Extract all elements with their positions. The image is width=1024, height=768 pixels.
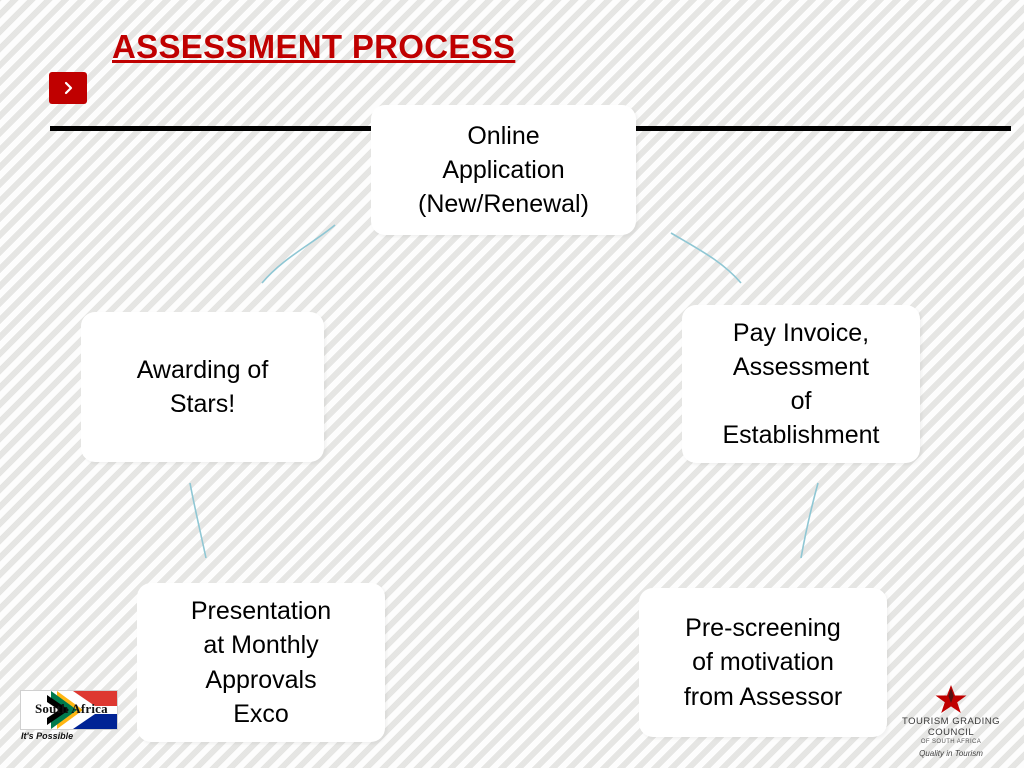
flow-box-label: Pre-screening of motivation from Assesso…	[683, 614, 843, 711]
south-africa-logo: South Africa It's Possible	[20, 690, 118, 748]
south-africa-logo-name: South Africa	[35, 701, 108, 716]
tgcsa-line1: TOURISM GRADING COUNCIL	[901, 716, 1001, 738]
page-title: ASSESSMENT PROCESS	[112, 28, 516, 65]
flow-box-label: Online Application (New/Renewal)	[418, 121, 589, 219]
tourism-grading-council-logo: TOURISM GRADING COUNCIL OF SOUTH AFRICA …	[888, 684, 1014, 758]
flow-box-online-application[interactable]: Online Application (New/Renewal)	[371, 105, 636, 235]
tgcsa-line2: OF SOUTH AFRICA	[920, 739, 982, 745]
tgcsa-line3: Quality in Tourism	[919, 749, 983, 758]
flow-box-label: Pay Invoice, Assessment of Establishment	[722, 318, 880, 450]
star-icon	[888, 684, 1014, 714]
flow-box-awarding-of-stars[interactable]: Awarding of Stars!	[81, 312, 324, 462]
flow-box-label: Presentation at Monthly Approvals Exco	[190, 597, 332, 728]
south-africa-logo-tagline: It's Possible	[21, 731, 74, 741]
south-africa-flag-icon: South Africa	[20, 690, 118, 730]
flow-box-label: Awarding of Stars!	[136, 355, 269, 418]
flow-box-presentation[interactable]: Presentation at Monthly Approvals Exco	[137, 583, 385, 742]
chevron-right-icon	[49, 72, 87, 104]
flow-box-pre-screening[interactable]: Pre-screening of motivation from Assesso…	[639, 588, 887, 737]
flow-box-pay-invoice[interactable]: Pay Invoice, Assessment of Establishment	[682, 305, 920, 463]
